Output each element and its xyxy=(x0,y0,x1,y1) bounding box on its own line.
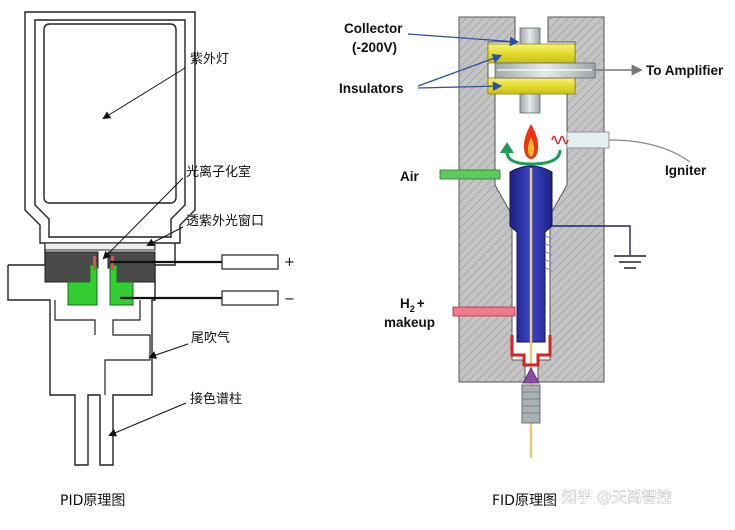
fid-label-h2: H2+ xyxy=(400,296,425,314)
pid-electrode-right xyxy=(109,264,134,306)
fid-column-fitting xyxy=(521,384,541,424)
pid-label-uv-window: 透紫外光窗口 xyxy=(186,213,264,229)
pid-uv-window xyxy=(44,242,156,251)
fid-label-igniter: Igniter xyxy=(665,163,707,178)
pid-terminal-plus xyxy=(221,254,279,270)
fid-diagram: Collector (-200V) Insulators To Amplifie… xyxy=(339,16,724,509)
pid-contact-left xyxy=(93,256,96,270)
fid-label-air: Air xyxy=(400,169,420,184)
fid-label-h2-sub: 2 xyxy=(410,304,415,314)
fid-igniter-body xyxy=(566,131,610,149)
pid-label-plus: + xyxy=(284,255,295,270)
pid-leader-lamp xyxy=(102,67,186,120)
watermark: 知乎 @天禹智控 xyxy=(562,488,672,506)
pid-caption: PID原理图 xyxy=(60,493,125,509)
pid-electrode-left xyxy=(67,264,98,306)
pid-uv-lamp xyxy=(24,11,196,244)
fid-insulator-bottom xyxy=(487,77,576,95)
pid-leader-tailgas xyxy=(148,343,189,359)
fid-label-insulators: Insulators xyxy=(339,81,404,96)
fid-ground-symbol xyxy=(614,255,646,269)
pid-terminal-minus xyxy=(221,290,279,306)
fid-igniter-wire xyxy=(608,139,691,163)
fid-ferrule xyxy=(522,367,540,384)
fid-label-voltage: (-200V) xyxy=(352,40,397,55)
fid-caption: FID原理图 xyxy=(492,493,557,509)
fid-insulator-top xyxy=(487,43,576,64)
pid-label-column: 接色谱柱 xyxy=(190,391,242,407)
pid-inner-passage xyxy=(54,300,151,395)
fid-base-plate xyxy=(510,335,552,367)
pid-leader-chamber xyxy=(102,177,184,260)
fid-air-swirl-arrowhead xyxy=(500,142,514,153)
pid-label-tail-gas: 尾吹气 xyxy=(191,330,230,346)
fid-flame-core xyxy=(527,137,535,157)
fid-air-swirl-arrow xyxy=(505,149,562,166)
fid-jet-threads xyxy=(545,235,553,272)
fid-h2-inlet xyxy=(452,306,516,317)
fid-leader-collector xyxy=(407,33,520,47)
pid-diagram: 紫外灯 光离子化室 透紫外光窗口 + − 尾吹气 接色谱柱 PID原理图 xyxy=(7,11,295,509)
fid-column-fitting-ridges xyxy=(522,391,540,414)
fid-label-h2-main: H xyxy=(400,296,410,311)
pid-label-ion-chamber: 光离子化室 xyxy=(186,164,251,180)
fid-label-amplifier: To Amplifier xyxy=(646,63,724,78)
fid-label-collector: Collector xyxy=(344,21,403,36)
pid-leader-window xyxy=(146,226,184,246)
fid-ground-wire xyxy=(552,225,631,255)
fid-leader-insulator-bottom xyxy=(417,81,503,91)
pid-label-uv-lamp: 紫外灯 xyxy=(190,52,229,67)
fid-label-h2-plus: + xyxy=(417,296,425,311)
pid-label-minus: − xyxy=(284,292,295,307)
pid-leader-column xyxy=(108,402,187,437)
fid-label-makeup: makeup xyxy=(384,315,435,330)
fid-igniter-coil xyxy=(551,135,569,145)
fid-leader-insulator-top xyxy=(417,53,503,87)
fid-air-inlet xyxy=(439,169,501,180)
